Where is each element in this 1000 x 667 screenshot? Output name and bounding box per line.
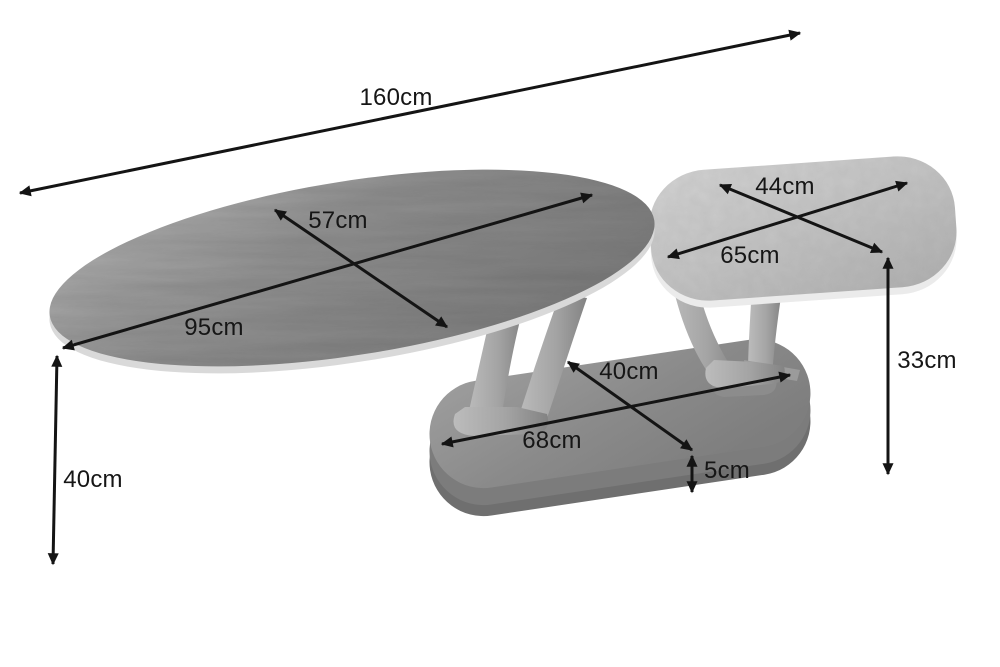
arrow-small-top-length xyxy=(666,180,909,260)
dimension-label-small-top-depth: 44cm xyxy=(755,173,815,200)
dimension-label-large-top-height: 40cm xyxy=(63,466,123,493)
arrow-overall-length xyxy=(18,29,802,197)
small-tabletop xyxy=(645,152,961,308)
dimension-label-base-length: 68cm xyxy=(522,427,582,454)
dimension-label-base-depth: 40cm xyxy=(599,358,659,385)
dimension-label-overall-length: 160cm xyxy=(359,84,433,111)
dimension-label-large-top-depth: 57cm xyxy=(308,207,368,234)
dimension-label-small-top-length: 65cm xyxy=(720,242,780,269)
dimension-label-large-top-length: 95cm xyxy=(184,314,244,341)
arrow-base-length xyxy=(440,371,792,448)
dimension-label-small-top-height: 33cm xyxy=(897,347,957,374)
arrow-large-top-height xyxy=(47,354,63,566)
dimension-arrows xyxy=(18,29,909,566)
dimension-label-base-thickness: 5cm xyxy=(704,457,750,484)
arrow-large-top-length xyxy=(61,192,594,351)
